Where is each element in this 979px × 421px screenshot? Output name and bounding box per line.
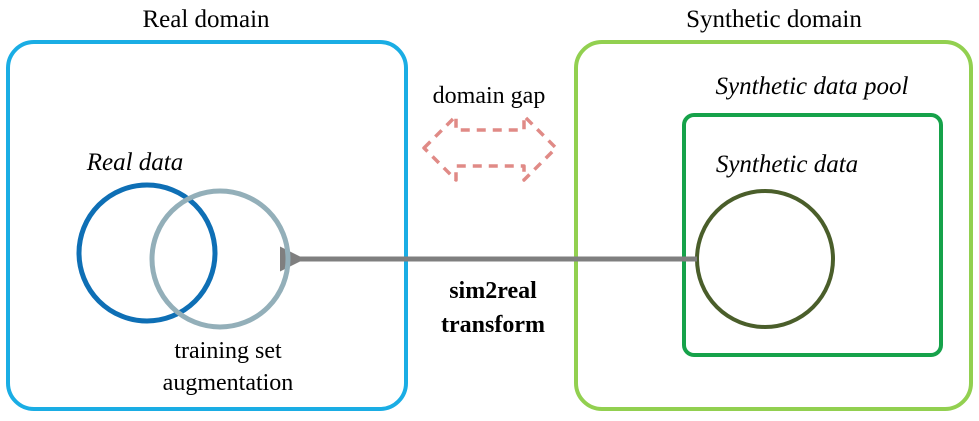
real-data-circle [76, 182, 218, 324]
augmentation-label-line2: augmentation [163, 370, 294, 396]
real-data-label: Real data [86, 149, 184, 176]
synthetic-domain-title: Synthetic domain [686, 6, 862, 33]
synthetic-data-label: Synthetic data [716, 151, 858, 178]
synthetic-data-pool-box [682, 113, 943, 357]
synthetic-data-pool-label: Synthetic data pool [715, 73, 908, 100]
real-domain-frame [6, 40, 408, 411]
domain-gap-double-arrow [422, 114, 558, 182]
augmentation-label-line1: training set [174, 338, 282, 364]
synthetic-data-circle [695, 189, 835, 329]
synthetic-domain-frame [574, 40, 973, 411]
domain-gap-label: domain gap [433, 83, 546, 109]
transform-label-line1: sim2real [449, 278, 537, 304]
transform-label-line2: transform [441, 312, 545, 338]
augmented-training-set-circle [149, 188, 291, 330]
real-domain-title: Real domain [142, 6, 270, 33]
